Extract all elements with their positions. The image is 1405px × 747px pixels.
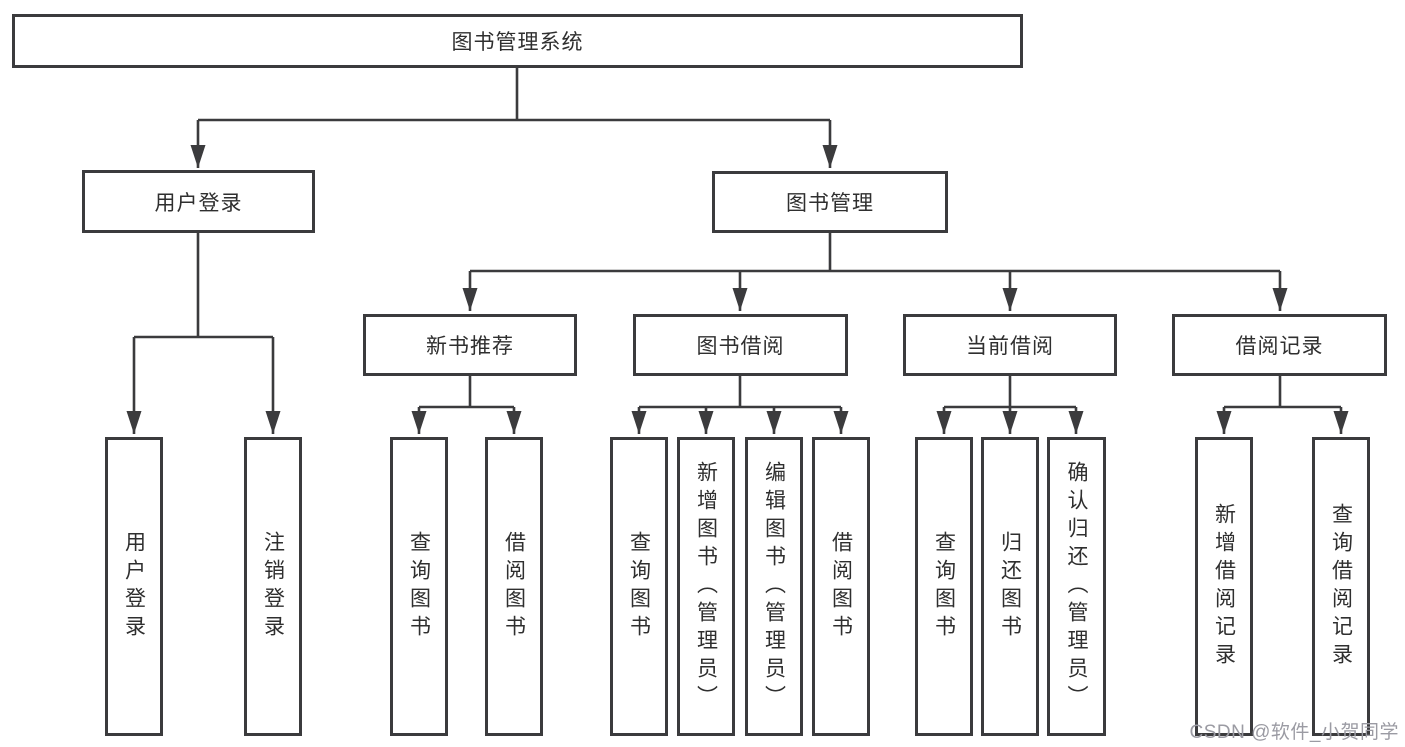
node-library-management-system: 图书管理系统 bbox=[12, 14, 1023, 68]
node-current-borrow: 当前借阅 bbox=[903, 314, 1117, 376]
node-book-borrow: 图书借阅 bbox=[633, 314, 848, 376]
csdn-watermark: CSDN @软件_小贺同学 bbox=[1189, 722, 1399, 743]
edge-root-to-level1 bbox=[190, 68, 838, 168]
leaf-query-books-current: 查询图书 bbox=[915, 437, 973, 736]
leaf-return-book: 归还图书 bbox=[981, 437, 1039, 736]
leaf-label: 编辑图书（管理员） bbox=[762, 460, 786, 713]
leaf-label: 查询借阅记录 bbox=[1329, 502, 1353, 671]
edge-book-management-to-level2 bbox=[462, 233, 1288, 311]
leaf-query-books-borrow: 查询图书 bbox=[610, 437, 668, 736]
leaf-label: 查询图书 bbox=[407, 530, 431, 643]
leaf-label: 查询图书 bbox=[932, 530, 956, 643]
node-user-login: 用户登录 bbox=[82, 170, 315, 233]
leaf-label: 确认归还（管理员） bbox=[1065, 460, 1089, 713]
edge-borrow-record-to-leaves bbox=[1216, 376, 1349, 434]
leaf-borrow-books: 借阅图书 bbox=[812, 437, 870, 736]
node-new-book-recommend: 新书推荐 bbox=[363, 314, 577, 376]
leaf-add-book-admin: 新增图书（管理员） bbox=[677, 437, 735, 736]
edge-book-borrow-to-leaves bbox=[631, 376, 849, 434]
leaf-label: 查询图书 bbox=[627, 530, 651, 643]
leaf-logout: 注销登录 bbox=[244, 437, 302, 736]
leaf-label: 用户登录 bbox=[122, 530, 146, 643]
leaf-label: 借阅图书 bbox=[829, 530, 853, 643]
leaf-label: 新增借阅记录 bbox=[1212, 502, 1236, 671]
leaf-add-borrow-record: 新增借阅记录 bbox=[1195, 437, 1253, 736]
leaf-edit-book-admin: 编辑图书（管理员） bbox=[745, 437, 803, 736]
leaf-query-books-recommend: 查询图书 bbox=[390, 437, 448, 736]
leaf-query-borrow-record: 查询借阅记录 bbox=[1312, 437, 1370, 736]
leaf-label: 注销登录 bbox=[261, 530, 285, 643]
leaf-label: 借阅图书 bbox=[502, 530, 526, 643]
leaf-label: 归还图书 bbox=[998, 530, 1022, 643]
node-book-management: 图书管理 bbox=[712, 171, 948, 233]
leaf-borrow-books-recommend: 借阅图书 bbox=[485, 437, 543, 736]
edge-user-login-to-leaves bbox=[126, 233, 281, 434]
leaf-label: 新增图书（管理员） bbox=[694, 460, 718, 713]
edge-new-book-recommend-to-leaves bbox=[411, 376, 522, 434]
leaf-confirm-return-admin: 确认归还（管理员） bbox=[1047, 437, 1106, 736]
leaf-user-login: 用户登录 bbox=[105, 437, 163, 736]
edge-current-borrow-to-leaves bbox=[936, 376, 1084, 434]
node-borrow-record: 借阅记录 bbox=[1172, 314, 1387, 376]
